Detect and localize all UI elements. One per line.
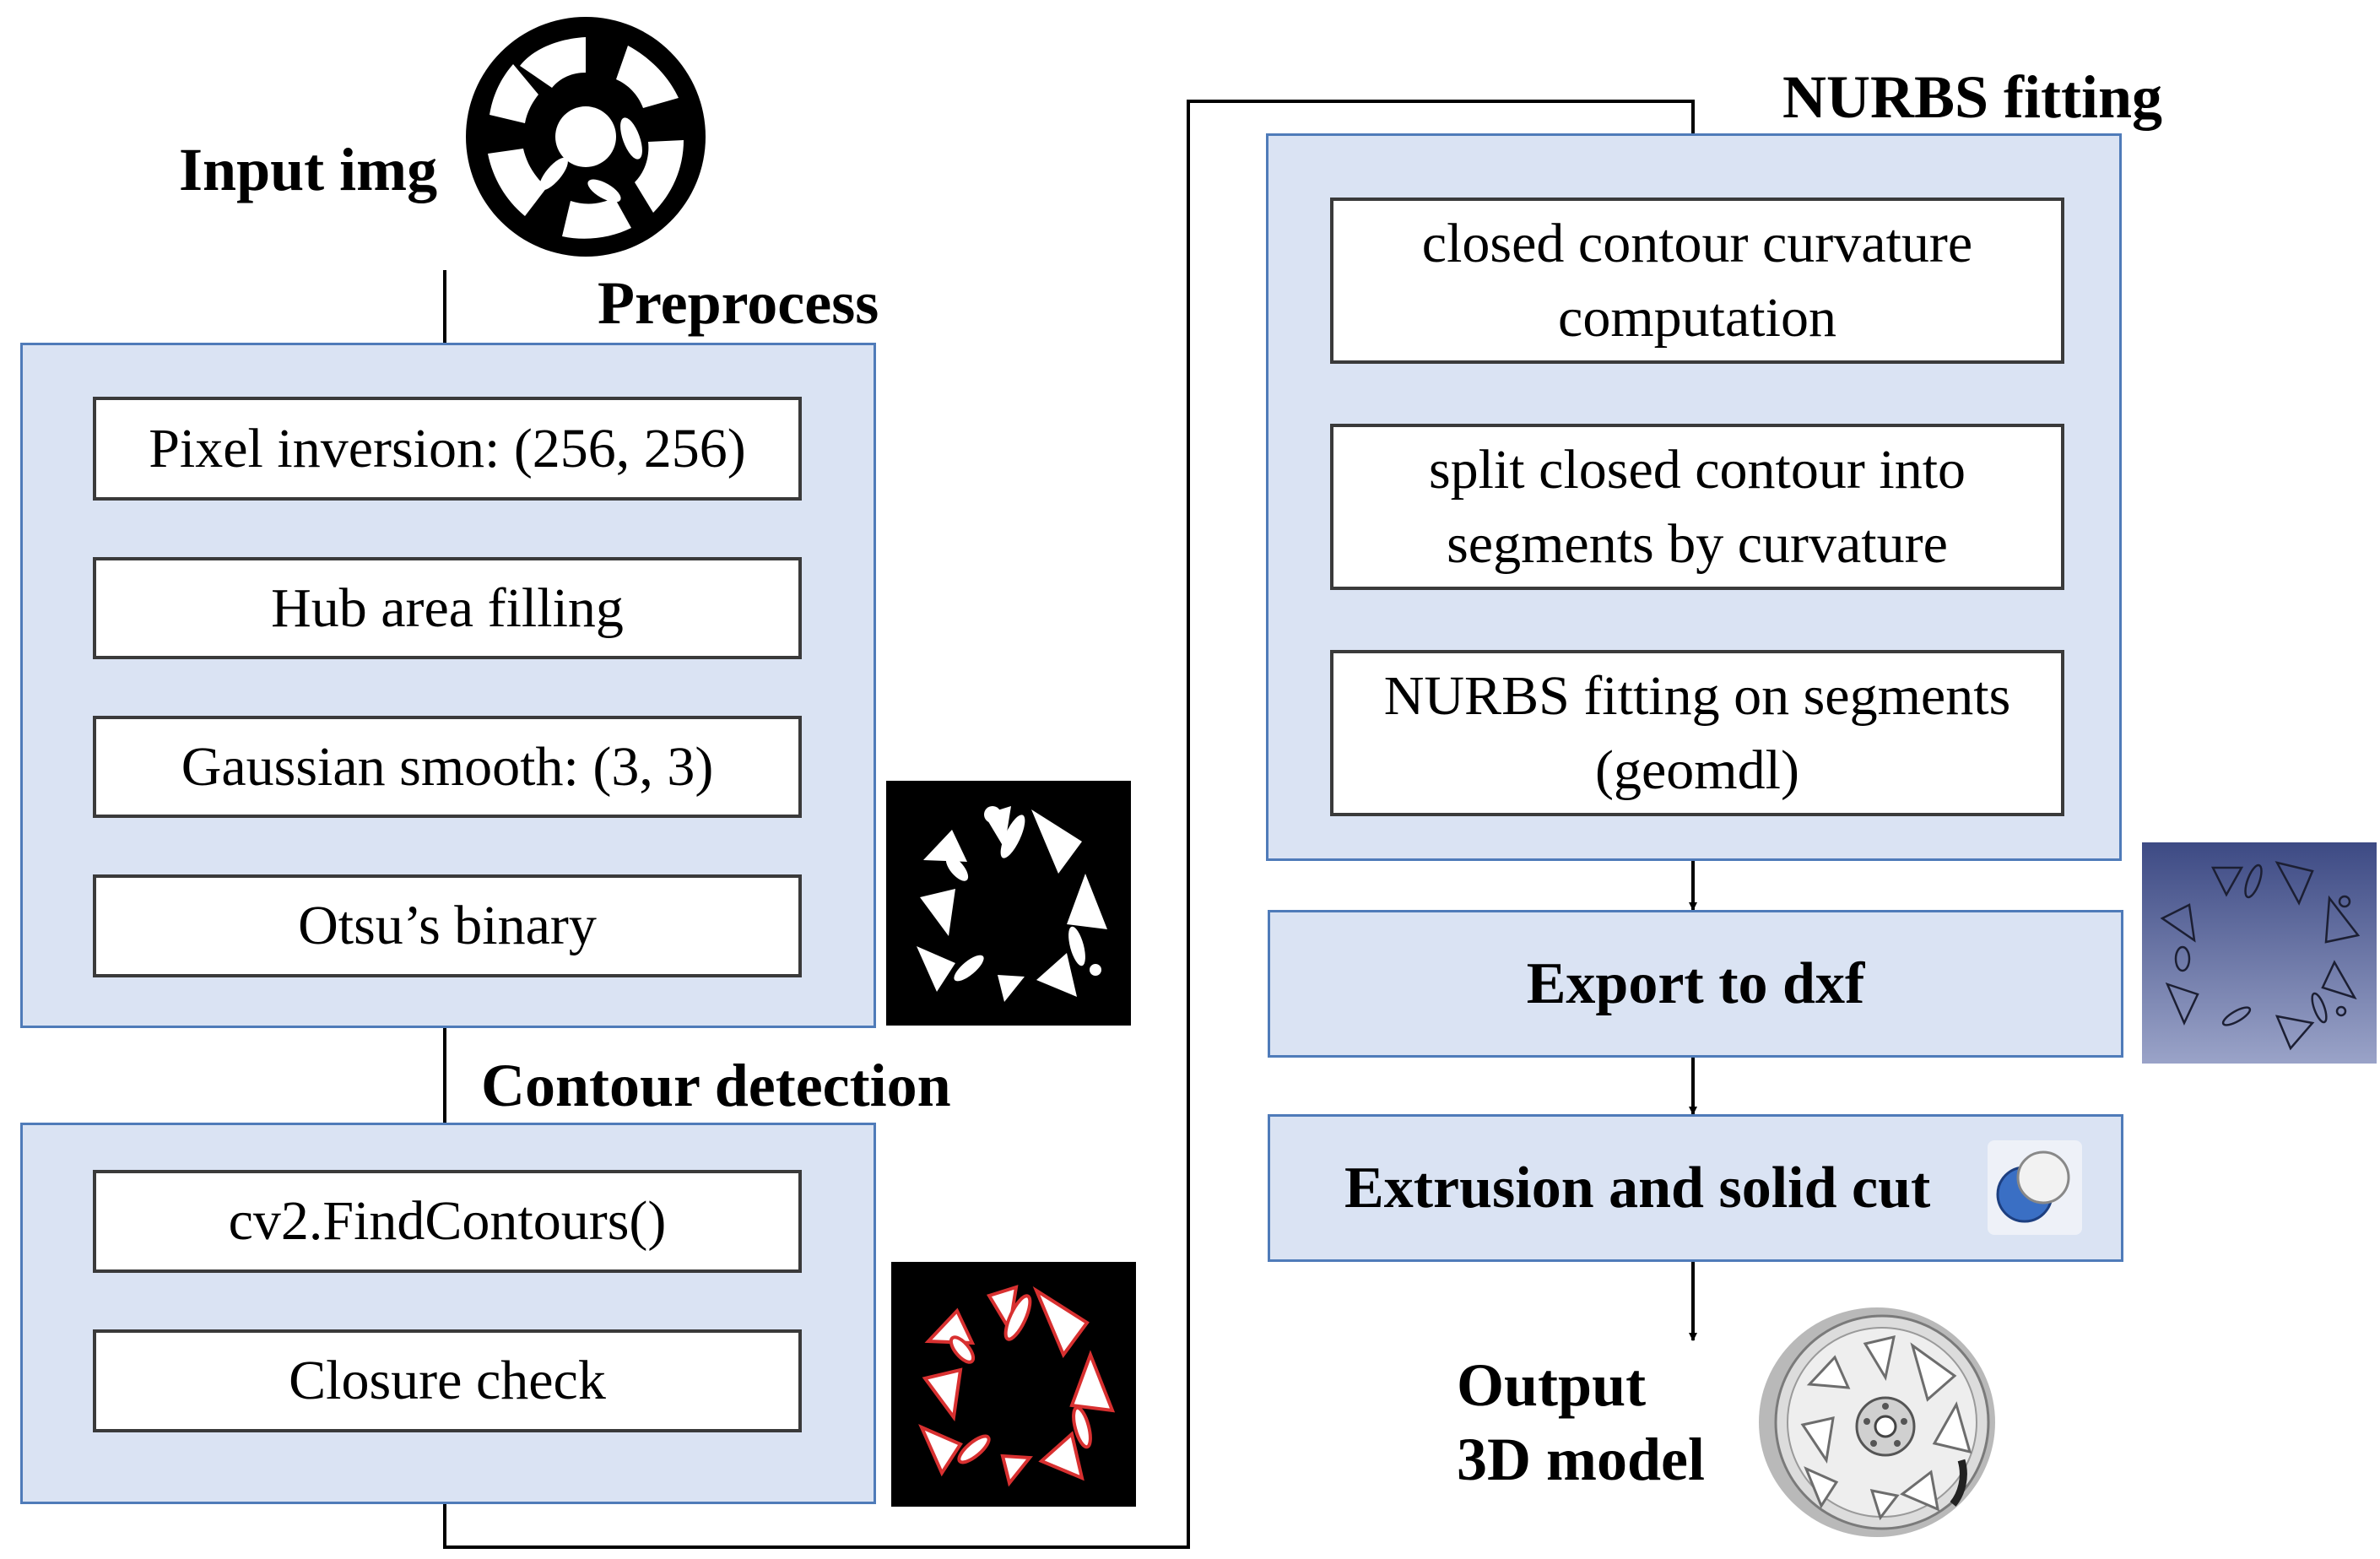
- output-3d-model-image: [1759, 1307, 1995, 1537]
- dxf-preview-image: [2142, 842, 2377, 1064]
- input-img-label: Input img: [179, 136, 438, 203]
- contour-detection-label: Contour detection: [481, 1052, 951, 1119]
- connector-closure-to-nurbs: [443, 100, 1697, 1549]
- nurbs-fitting-label: NURBS fitting: [1782, 63, 2163, 131]
- curvature-computation-step: closed contour curvature computation: [1330, 198, 2064, 364]
- extrusion-solid-cut-step: Extrusion and solid cut: [1268, 1114, 2123, 1262]
- closure-check-step: Closure check: [93, 1329, 802, 1432]
- nurbs-fitting-segments-step: NURBS fitting on segments (geomdl): [1330, 650, 2064, 816]
- split-contour-step: split closed contour into segments by cu…: [1330, 424, 2064, 590]
- otsu-binary-step: Otsu’s binary: [93, 874, 802, 977]
- preprocess-result-image: [886, 781, 1131, 1026]
- output-label-line2: 3D model: [1457, 1426, 1705, 1493]
- export-dxf-step: Export to dxf: [1268, 910, 2123, 1058]
- preprocess-label: Preprocess: [598, 269, 879, 337]
- input-wheel-image: [466, 17, 706, 257]
- gaussian-smooth-step: Gaussian smooth: (3, 3): [93, 716, 802, 818]
- hub-area-filling-step: Hub area filling: [93, 557, 802, 659]
- output-label-line1: Output: [1457, 1351, 1647, 1419]
- contour-result-image: [891, 1262, 1136, 1507]
- boolean-cut-icon: [1988, 1140, 2082, 1235]
- find-contours-step: cv2.FindContours(): [93, 1170, 802, 1273]
- pixel-inversion-step: Pixel inversion: (256, 256): [93, 397, 802, 501]
- extrusion-solid-cut-label: Extrusion and solid cut: [1344, 1155, 1931, 1221]
